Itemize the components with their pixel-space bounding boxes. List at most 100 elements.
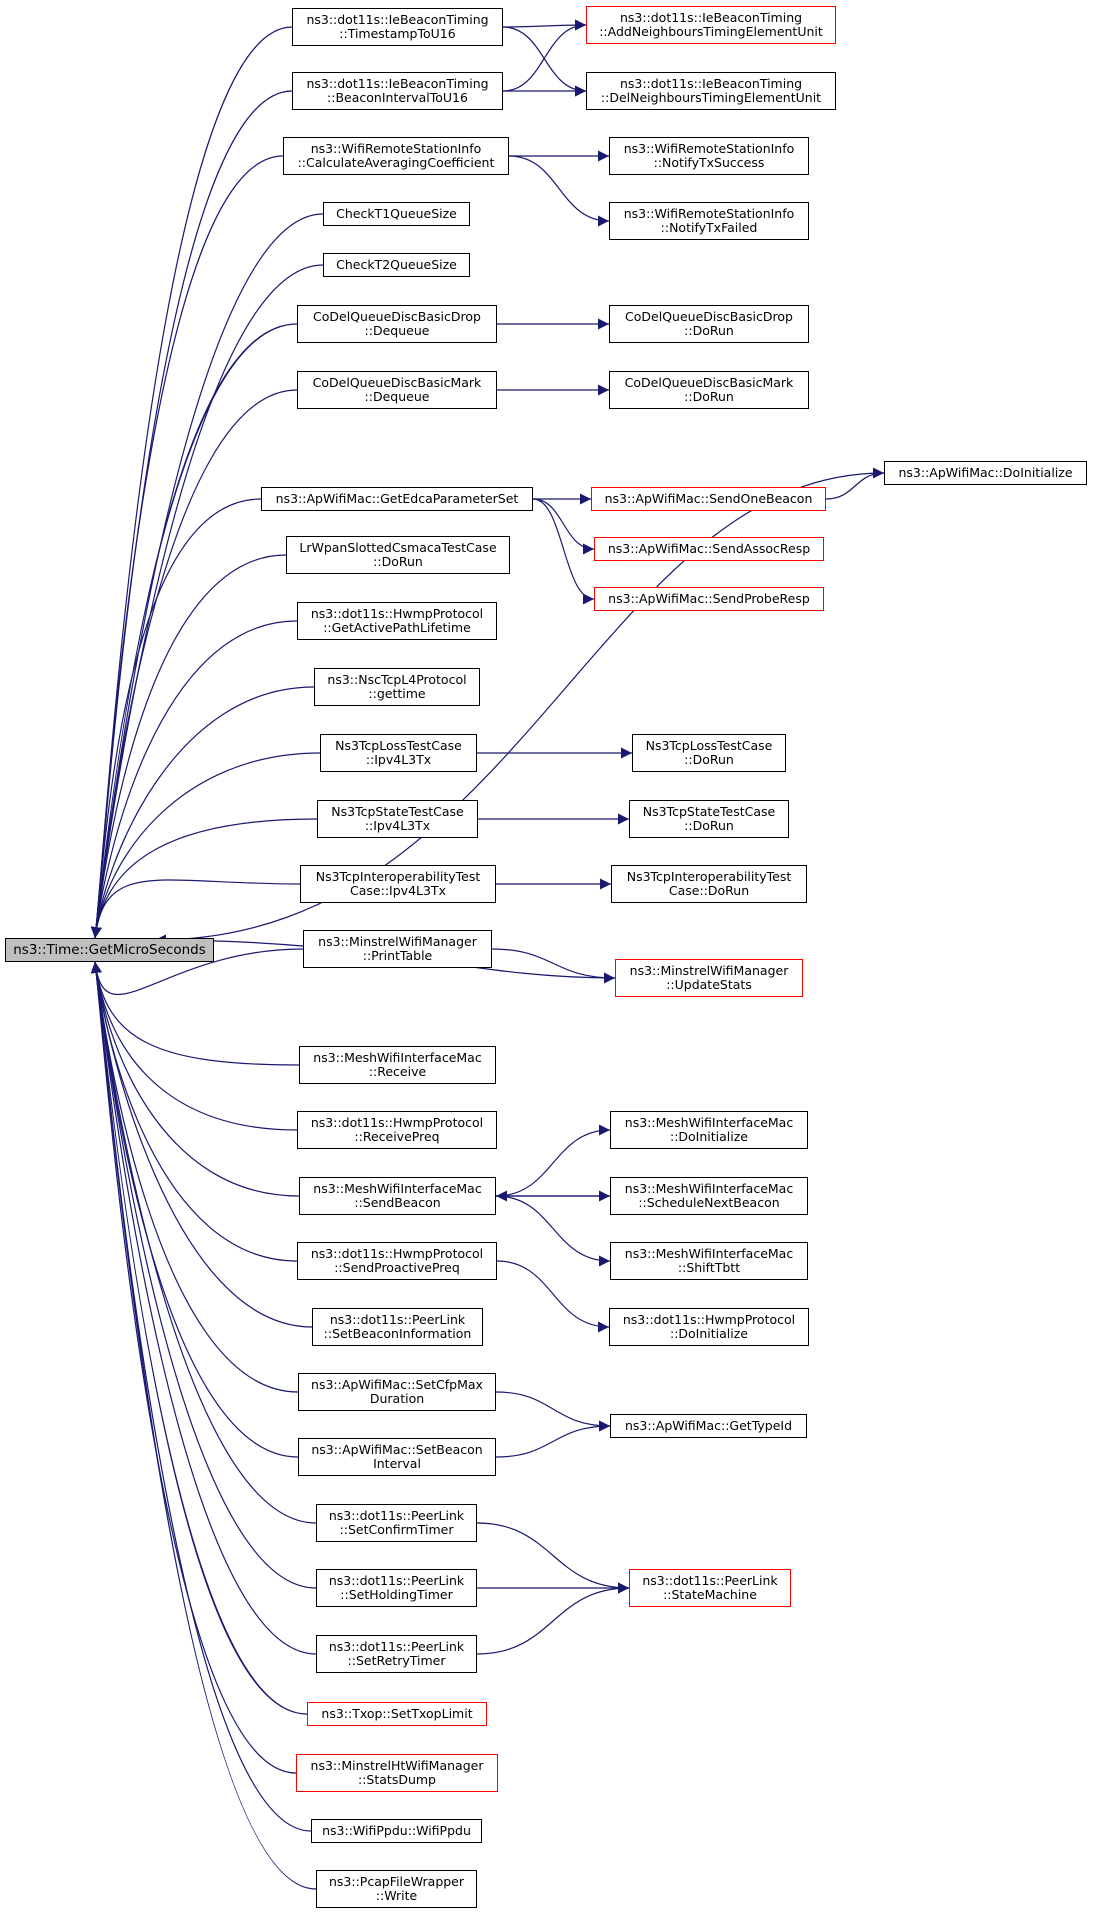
node-label-line: Ns3TcpInteroperabilityTest	[315, 869, 481, 884]
node-label-line: ns3::dot11s::PeerLink	[328, 1573, 465, 1588]
call-edge	[90, 961, 317, 1655]
caller-node-codel-mark-dorun[interactable]: CoDelQueueDiscBasicMark ::DoRun	[609, 371, 809, 409]
node-label-line: Case::DoRun	[668, 883, 750, 898]
caller-node-send-proactive-preq[interactable]: ns3::dot11s::HwmpProtocol ::SendProactiv…	[297, 1242, 497, 1280]
caller-node-tcp-state-dorun[interactable]: Ns3TcpStateTestCase ::DoRun	[629, 800, 789, 838]
caller-node-calculate-averaging-coefficient[interactable]: ns3::WifiRemoteStationInfo ::CalculateAv…	[283, 137, 509, 175]
node-label-line: ns3::ApWifiMac::SetBeacon	[311, 1442, 483, 1457]
caller-node-wifi-ppdu[interactable]: ns3::WifiPpdu::WifiPpdu	[311, 1819, 482, 1843]
caller-node-pcap-file-wrapper-write[interactable]: ns3::PcapFileWrapper ::Write	[316, 1870, 477, 1908]
caller-node-send-probe-resp[interactable]: ns3::ApWifiMac::SendProbeResp	[594, 587, 824, 611]
call-edge	[495, 1124, 611, 1197]
caller-node-send-one-beacon[interactable]: ns3::ApWifiMac::SendOneBeacon	[591, 487, 826, 511]
caller-node-tcp-state-ipv4l3tx[interactable]: Ns3TcpStateTestCase ::Ipv4L3Tx	[317, 800, 478, 838]
caller-node-mesh-do-initialize[interactable]: ns3::MeshWifiInterfaceMac ::DoInitialize	[610, 1111, 808, 1149]
caller-node-codel-mark-dequeue[interactable]: CoDelQueueDiscBasicMark ::Dequeue	[297, 371, 497, 409]
node-label-line: ns3::MeshWifiInterfaceMac	[624, 1115, 794, 1130]
caller-node-notify-tx-success[interactable]: ns3::WifiRemoteStationInfo ::NotifyTxSuc…	[609, 137, 809, 175]
caller-node-set-holding-timer[interactable]: ns3::dot11s::PeerLink ::SetHoldingTimer	[316, 1569, 477, 1607]
caller-node-schedule-next-beacon[interactable]: ns3::MeshWifiInterfaceMac ::ScheduleNext…	[610, 1177, 808, 1215]
caller-node-nsc-tcp-gettime[interactable]: ns3::NscTcpL4Protocol ::gettime	[314, 668, 480, 706]
call-edge	[90, 961, 317, 1589]
node-label-line: CheckT1QueueSize	[336, 206, 457, 221]
call-edge	[90, 26, 293, 939]
caller-node-add-neighbours-timing-element-unit[interactable]: ns3::dot11s::IeBeaconTiming ::AddNeighbo…	[586, 6, 836, 44]
call-edge	[495, 1195, 611, 1267]
node-label-line: ::ScheduleNextBeacon	[638, 1195, 780, 1210]
caller-node-tcp-interop-dorun[interactable]: Ns3TcpInteroperabilityTest Case::DoRun	[611, 865, 807, 903]
node-label-line: ::gettime	[368, 686, 426, 701]
caller-node-set-cfp-max-duration[interactable]: ns3::ApWifiMac::SetCfpMax Duration	[298, 1373, 496, 1411]
caller-node-receive-preq[interactable]: ns3::dot11s::HwmpProtocol ::ReceivePreq	[297, 1111, 497, 1149]
call-edge	[90, 961, 308, 1715]
node-label-line: ::DoRun	[373, 554, 423, 569]
caller-node-tcp-loss-dorun[interactable]: Ns3TcpLossTestCase ::DoRun	[632, 734, 786, 772]
caller-node-get-active-path-lifetime[interactable]: ns3::dot11s::HwmpProtocol ::GetActivePat…	[297, 602, 497, 640]
call-edge	[90, 961, 317, 1890]
call-edge	[495, 1391, 611, 1432]
node-label-line: CoDelQueueDiscBasicMark	[624, 375, 794, 390]
caller-node-set-beacon-interval[interactable]: ns3::ApWifiMac::SetBeacon Interval	[298, 1438, 496, 1476]
node-label-line: ns3::PcapFileWrapper	[328, 1874, 465, 1889]
caller-node-minstrel-print-table[interactable]: ns3::MinstrelWifiManager ::PrintTable	[303, 930, 492, 968]
node-label-line: ns3::MeshWifiInterfaceMac	[624, 1181, 794, 1196]
caller-node-minstrel-update-stats[interactable]: ns3::MinstrelWifiManager ::UpdateStats	[615, 959, 803, 997]
node-label-line: Duration	[369, 1391, 425, 1406]
node-label-line: ns3::Txop::SetTxopLimit	[321, 1706, 473, 1721]
caller-node-del-neighbours-timing-element-unit[interactable]: ns3::dot11s::IeBeaconTiming ::DelNeighbo…	[586, 72, 836, 110]
caller-node-beacon-interval-to-u16[interactable]: ns3::dot11s::IeBeaconTiming ::BeaconInte…	[292, 72, 503, 110]
node-label-line: ns3::dot11s::HwmpProtocol	[622, 1312, 796, 1327]
caller-node-codel-drop-dorun[interactable]: CoDelQueueDiscBasicDrop ::DoRun	[609, 305, 809, 343]
caller-node-check-t1-queue-size[interactable]: CheckT1QueueSize	[323, 202, 470, 226]
caller-node-minstrel-ht-stats-dump[interactable]: ns3::MinstrelHtWifiManager ::StatsDump	[296, 1754, 498, 1792]
call-edge	[502, 19, 587, 31]
caller-node-tcp-loss-ipv4l3tx[interactable]: Ns3TcpLossTestCase ::Ipv4L3Tx	[320, 734, 477, 772]
node-label-line: ::DoRun	[684, 818, 734, 833]
caller-node-ap-wifi-mac-get-type-id[interactable]: ns3::ApWifiMac::GetTypeId	[610, 1414, 807, 1438]
caller-node-set-txop-limit[interactable]: ns3::Txop::SetTxopLimit	[307, 1702, 487, 1726]
node-label-line: ns3::WifiRemoteStationInfo	[310, 141, 482, 156]
node-label-line: Ns3TcpLossTestCase	[645, 738, 773, 753]
node-label-line: ns3::dot11s::PeerLink	[328, 1508, 465, 1523]
node-label-line: ::DelNeighboursTimingElementUnit	[600, 90, 822, 105]
caller-node-get-edca-parameter-set[interactable]: ns3::ApWifiMac::GetEdcaParameterSet	[261, 487, 533, 511]
node-label-line: ::Dequeue	[364, 323, 430, 338]
call-edge	[90, 752, 321, 939]
caller-node-mesh-send-beacon[interactable]: ns3::MeshWifiInterfaceMac ::SendBeacon	[299, 1177, 496, 1215]
node-label-line: ns3::dot11s::HwmpProtocol	[310, 1115, 484, 1130]
node-label-line: ns3::MeshWifiInterfaceMac	[313, 1050, 482, 1065]
node-label-line: ::DoRun	[684, 323, 734, 338]
caller-node-peer-link-state-machine[interactable]: ns3::dot11s::PeerLink ::StateMachine	[629, 1569, 791, 1607]
node-label-line: ::ShiftTbtt	[677, 1260, 741, 1275]
node-label-line: ::Ipv4L3Tx	[364, 818, 431, 833]
node-label-line: ns3::NscTcpL4Protocol	[327, 672, 467, 687]
node-label-line: ns3::MeshWifiInterfaceMac	[624, 1246, 794, 1261]
caller-node-timestamp-to-u16[interactable]: ns3::dot11s::IeBeaconTiming ::TimestampT…	[292, 8, 503, 46]
caller-node-ap-wifi-mac-do-initialize[interactable]: ns3::ApWifiMac::DoInitialize	[884, 461, 1087, 485]
caller-node-codel-drop-dequeue[interactable]: CoDelQueueDiscBasicDrop ::Dequeue	[297, 305, 497, 343]
node-label-line: ns3::ApWifiMac::SendProbeResp	[608, 591, 810, 606]
node-label-line: ::PrintTable	[362, 948, 433, 963]
caller-node-set-beacon-information[interactable]: ns3::dot11s::PeerLink ::SetBeaconInforma…	[312, 1308, 483, 1346]
caller-node-hwmp-do-initialize[interactable]: ns3::dot11s::HwmpProtocol ::DoInitialize	[609, 1308, 809, 1346]
caller-node-set-retry-timer[interactable]: ns3::dot11s::PeerLink ::SetRetryTimer	[316, 1635, 477, 1673]
caller-node-tcp-interop-ipv4l3tx[interactable]: Ns3TcpInteroperabilityTest Case::Ipv4L3T…	[300, 865, 496, 903]
caller-node-lrwpan-slotted-csmaca-dorun[interactable]: LrWpanSlottedCsmacaTestCase ::DoRun	[286, 536, 510, 574]
node-label-line: CoDelQueueDiscBasicDrop	[313, 309, 481, 324]
call-edge	[476, 1582, 630, 1655]
node-label-line: ::SendProactivePreq	[334, 1260, 460, 1275]
node-label-line: ::DoInitialize	[669, 1129, 748, 1144]
caller-node-mesh-receive[interactable]: ns3::MeshWifiInterfaceMac ::Receive	[299, 1046, 496, 1084]
node-label-line: ::DoInitialize	[669, 1326, 748, 1341]
node-label-line: ns3::MinstrelWifiManager	[629, 963, 789, 978]
caller-node-send-assoc-resp[interactable]: ns3::ApWifiMac::SendAssocResp	[594, 537, 824, 561]
node-label-line: ::GetActivePathLifetime	[323, 620, 471, 635]
caller-node-shift-tbtt[interactable]: ns3::MeshWifiInterfaceMac ::ShiftTbtt	[610, 1242, 808, 1280]
caller-node-check-t2-queue-size[interactable]: CheckT2QueueSize	[323, 253, 470, 277]
node-label-line: ns3::MinstrelWifiManager	[318, 934, 477, 949]
caller-node-set-confirm-timer[interactable]: ns3::dot11s::PeerLink ::SetConfirmTimer	[316, 1504, 477, 1542]
node-label-line: CoDelQueueDiscBasicDrop	[625, 309, 793, 324]
call-edge	[90, 961, 313, 1328]
caller-node-notify-tx-failed[interactable]: ns3::WifiRemoteStationInfo ::NotifyTxFai…	[609, 202, 809, 240]
